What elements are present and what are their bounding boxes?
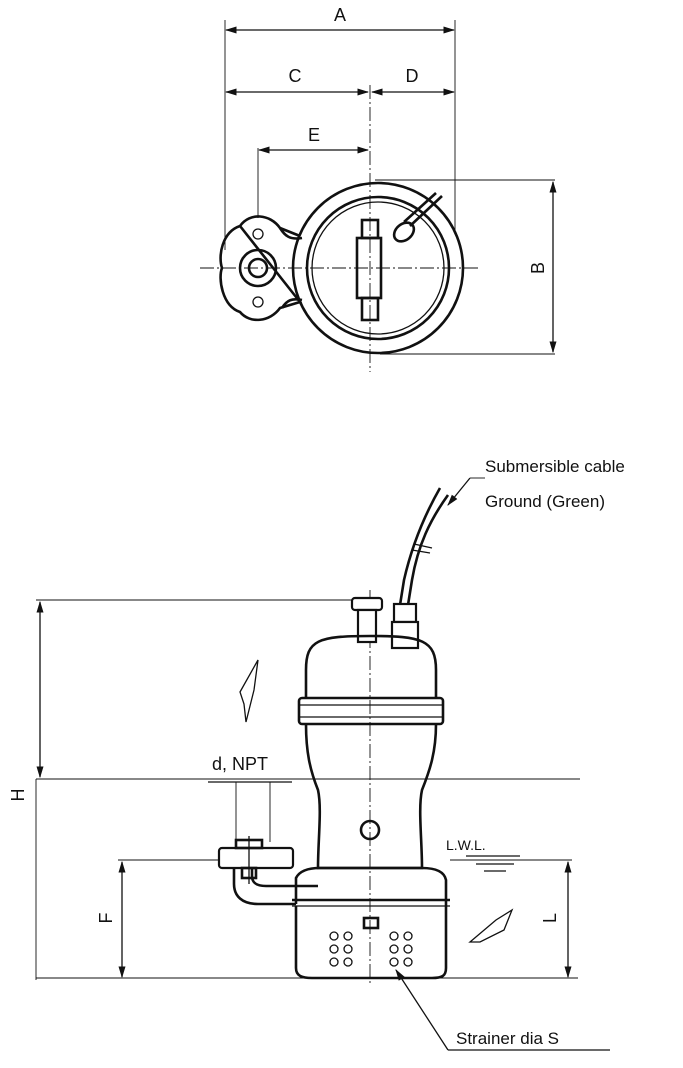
strainer [294,906,448,980]
top-view: A C D E B [200,5,557,372]
bolt-hole-bottom [252,296,264,308]
label-lwl: L.W.L. [446,837,486,853]
strainer-holes [329,931,413,967]
strainer-clip [362,916,380,930]
lifting-handle [350,596,384,612]
pump-body-outer [291,181,465,355]
label-strainer: Strainer dia S [456,1029,559,1048]
flow-arrow-in [468,908,514,943]
dim-label-l: L [540,913,560,923]
motor-housing [304,634,438,698]
dim-label-h: H [8,789,28,802]
discharge-port [238,248,278,288]
submersible-cable [406,494,450,606]
flow-arrow-up [239,659,259,723]
handle-bottom [360,296,380,322]
pump-casing [304,723,438,870]
motor-band [297,696,445,726]
base-housing [294,866,448,906]
side-view: Submersible cable Ground (Green) H F L L… [8,457,625,1051]
label-submersible-cable: Submersible cable [485,457,625,476]
dim-label-d: D [406,66,419,86]
dim-label-c: C [289,66,302,86]
bolt-hole-top [252,228,264,240]
discharge-flange [217,846,295,870]
dim-label-b: B [528,262,548,274]
dim-label-f: F [96,913,116,924]
dim-label-e: E [308,125,320,145]
dim-label-a: A [334,5,346,25]
discharge-flange-outline [219,215,303,322]
label-ground: Ground (Green) [485,492,605,511]
pump-body-inner [305,195,451,341]
casing-plug [359,819,381,841]
label-discharge-npt: d, NPT [212,754,268,774]
discharge-elbow [232,868,296,906]
